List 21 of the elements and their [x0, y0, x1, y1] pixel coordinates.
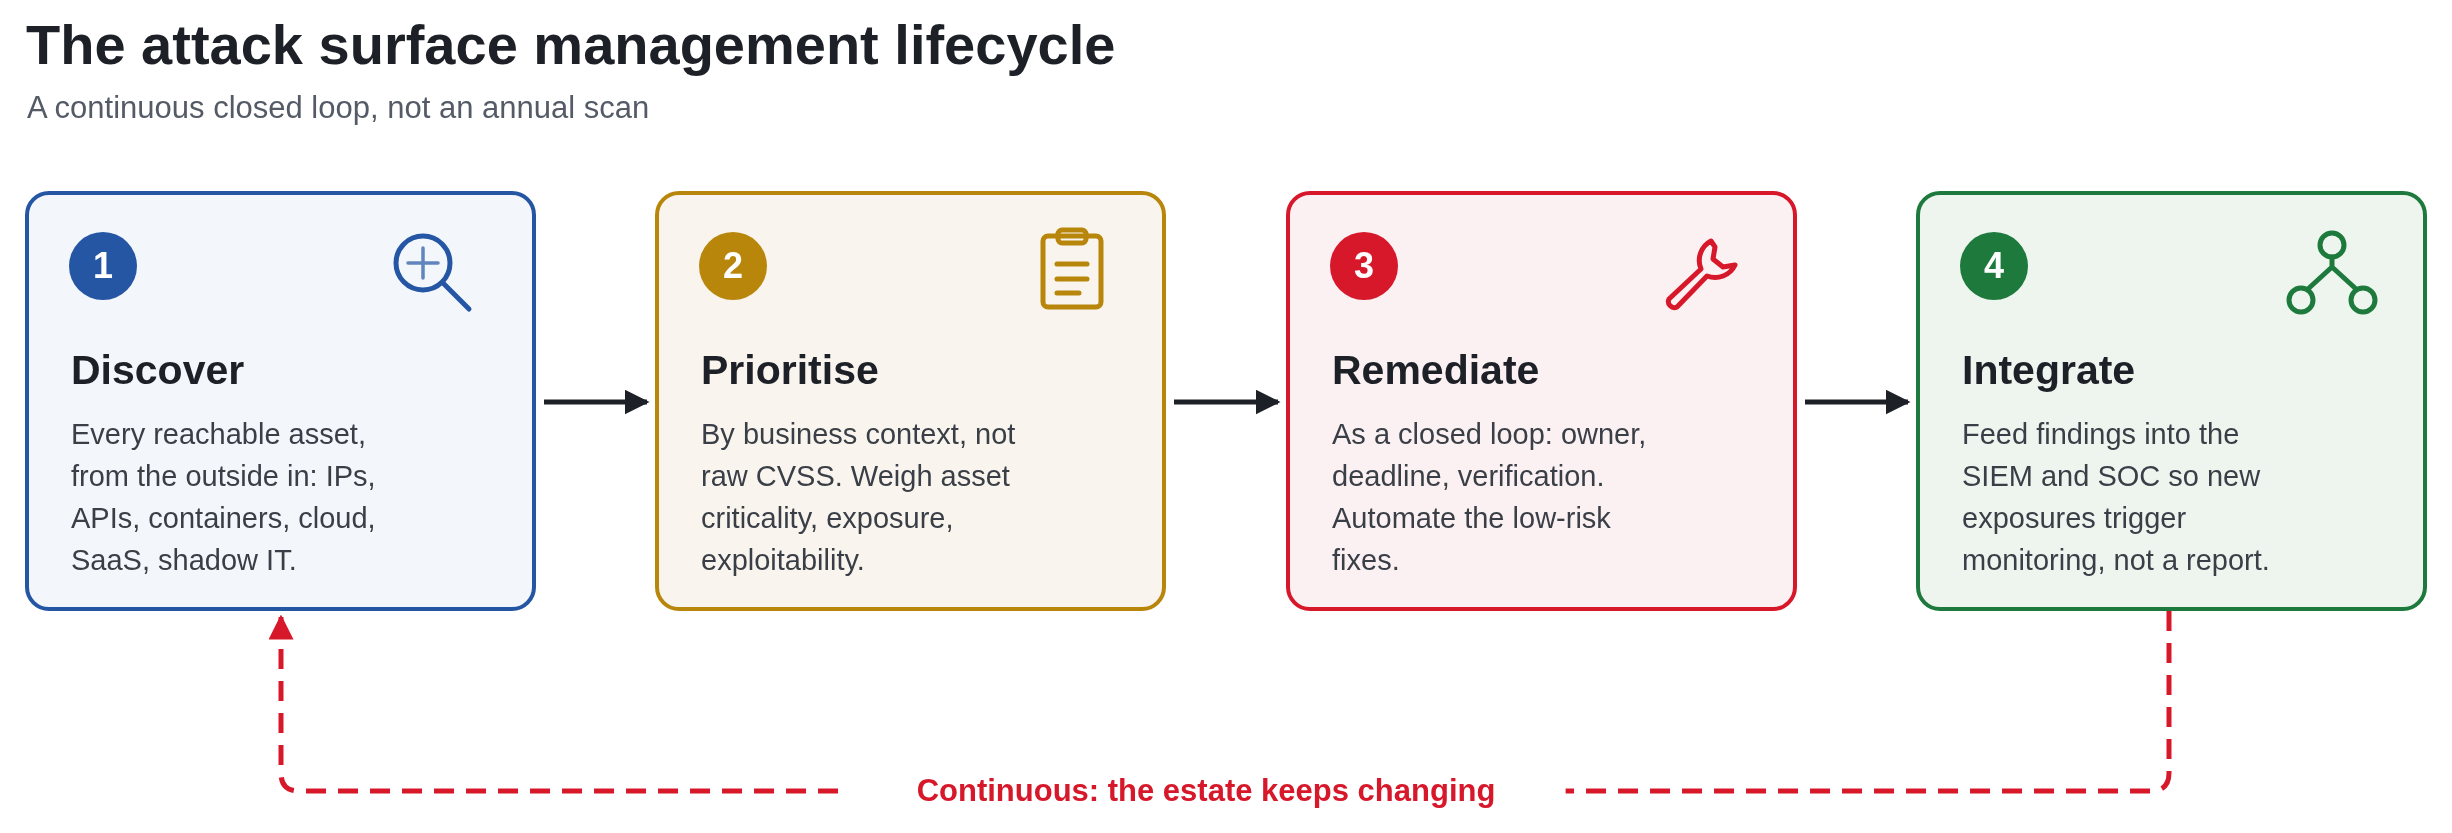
step-description: Feed findings into the SIEM and SOC so new exposures trigger monitoring, not a report.: [1962, 417, 2271, 578]
step-card: [655, 191, 1166, 611]
step-heading: Prioritise: [701, 347, 879, 394]
step-card: [25, 191, 536, 611]
step-description: As a closed loop: owner, deadline, verification. Automate the low-risk fixes.: [1332, 417, 1648, 578]
step-number: 4: [1960, 232, 2028, 300]
step-description: By business context, not raw CVSS. Weigh asset criticality, exposure, exploitability.: [701, 417, 1017, 578]
step-number: 1: [69, 232, 137, 300]
step-number: 3: [1330, 232, 1398, 300]
arrow: [1174, 389, 1281, 415]
step-heading: Remediate: [1332, 347, 1540, 394]
step-description: Every reachable asset, from the outside in: IPs, APIs, containers, cloud, SaaS, shadow IT.: [71, 417, 377, 578]
step-card: [1286, 191, 1797, 611]
arrow: [1805, 389, 1911, 415]
step-heading: Discover: [71, 347, 245, 394]
step-number: 2: [699, 232, 767, 300]
arrow: [544, 389, 650, 415]
diagram-title: The attack surface management lifecycle: [26, 12, 1116, 77]
step-card: [1916, 191, 2427, 611]
step-heading: Integrate: [1962, 347, 2136, 394]
subtitle: A continuous closed loop, not an annual scan: [27, 90, 650, 126]
